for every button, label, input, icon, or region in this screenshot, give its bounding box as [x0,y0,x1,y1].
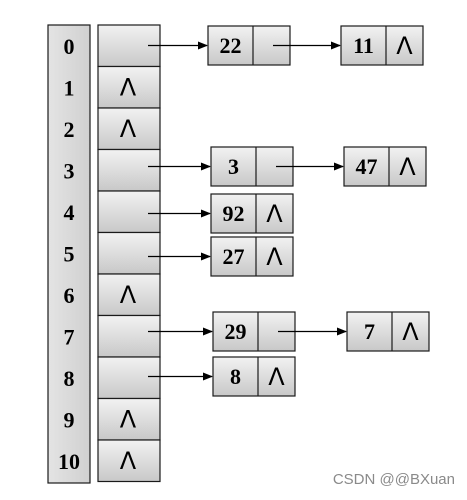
null-pointer: Λ [266,200,283,228]
index-column-box [47,24,91,484]
node-value: 7 [364,319,375,344]
bucket-cell [97,231,161,275]
bucket-cell [97,397,161,441]
index-label-1: 1 [64,75,75,100]
index-label-8: 8 [64,366,75,391]
chain-5: 27 Λ [148,236,294,277]
node-value: 22 [220,33,242,58]
node-value: 8 [230,364,241,389]
null-pointer: Λ [399,153,416,181]
bucket-cell [97,356,161,400]
null-pointer: Λ [268,363,285,391]
bucket-5 [97,231,161,275]
null-pointer: Λ [120,74,137,102]
node-value: 27 [223,244,245,269]
node-box [212,356,296,397]
bucket-2: Λ [97,107,161,151]
index-label-4: 4 [64,200,75,225]
node-box [343,146,427,187]
node-box [210,193,294,234]
index-column: 0 1 2 3 4 5 6 7 8 9 10 [47,24,91,484]
bucket-8 [97,356,161,400]
index-label-3: 3 [64,158,75,183]
node-value: 47 [356,154,378,179]
bucket-7 [97,314,161,358]
node-27: 27 Λ [210,236,294,277]
null-pointer: Λ [120,447,137,475]
index-label-9: 9 [64,407,75,432]
chain-4: 92 Λ [148,193,294,234]
null-pointer: Λ [120,115,137,143]
null-pointer: Λ [396,32,413,60]
index-label-5: 5 [64,241,75,266]
index-label-10: 10 [58,449,80,474]
bucket-cell [97,190,161,234]
node-value: 11 [353,33,374,58]
node-box [210,236,294,277]
node-value: 29 [225,319,247,344]
node-value: 3 [228,154,239,179]
index-label-6: 6 [64,283,75,308]
bucket-cell [97,148,161,192]
chain-0: 22 11 Λ [148,25,424,66]
bucket-cell [97,314,161,358]
bucket-6: Λ [97,273,161,317]
node-92: 92 Λ [210,193,294,234]
bucket-1: Λ [97,65,161,109]
chain-3: 3 47 Λ [148,146,427,187]
index-label-0: 0 [64,34,75,59]
bucket-10: Λ [97,439,161,483]
bucket-9: Λ [97,397,161,441]
node-47: 47 Λ [343,146,427,187]
null-pointer: Λ [120,406,137,434]
node-box [346,311,430,352]
null-pointer: Λ [120,281,137,309]
bucket-cell [97,107,161,151]
null-pointer: Λ [266,243,283,271]
bucket-cell [97,439,161,483]
index-label-2: 2 [64,117,75,142]
node-11: 11 Λ [340,25,424,66]
node-box [340,25,424,66]
bucket-4 [97,190,161,234]
watermark: CSDN @@BXuan [332,471,455,488]
index-label-7: 7 [64,324,75,349]
null-pointer: Λ [402,318,419,346]
bucket-3 [97,148,161,192]
node-value: 92 [223,201,245,226]
